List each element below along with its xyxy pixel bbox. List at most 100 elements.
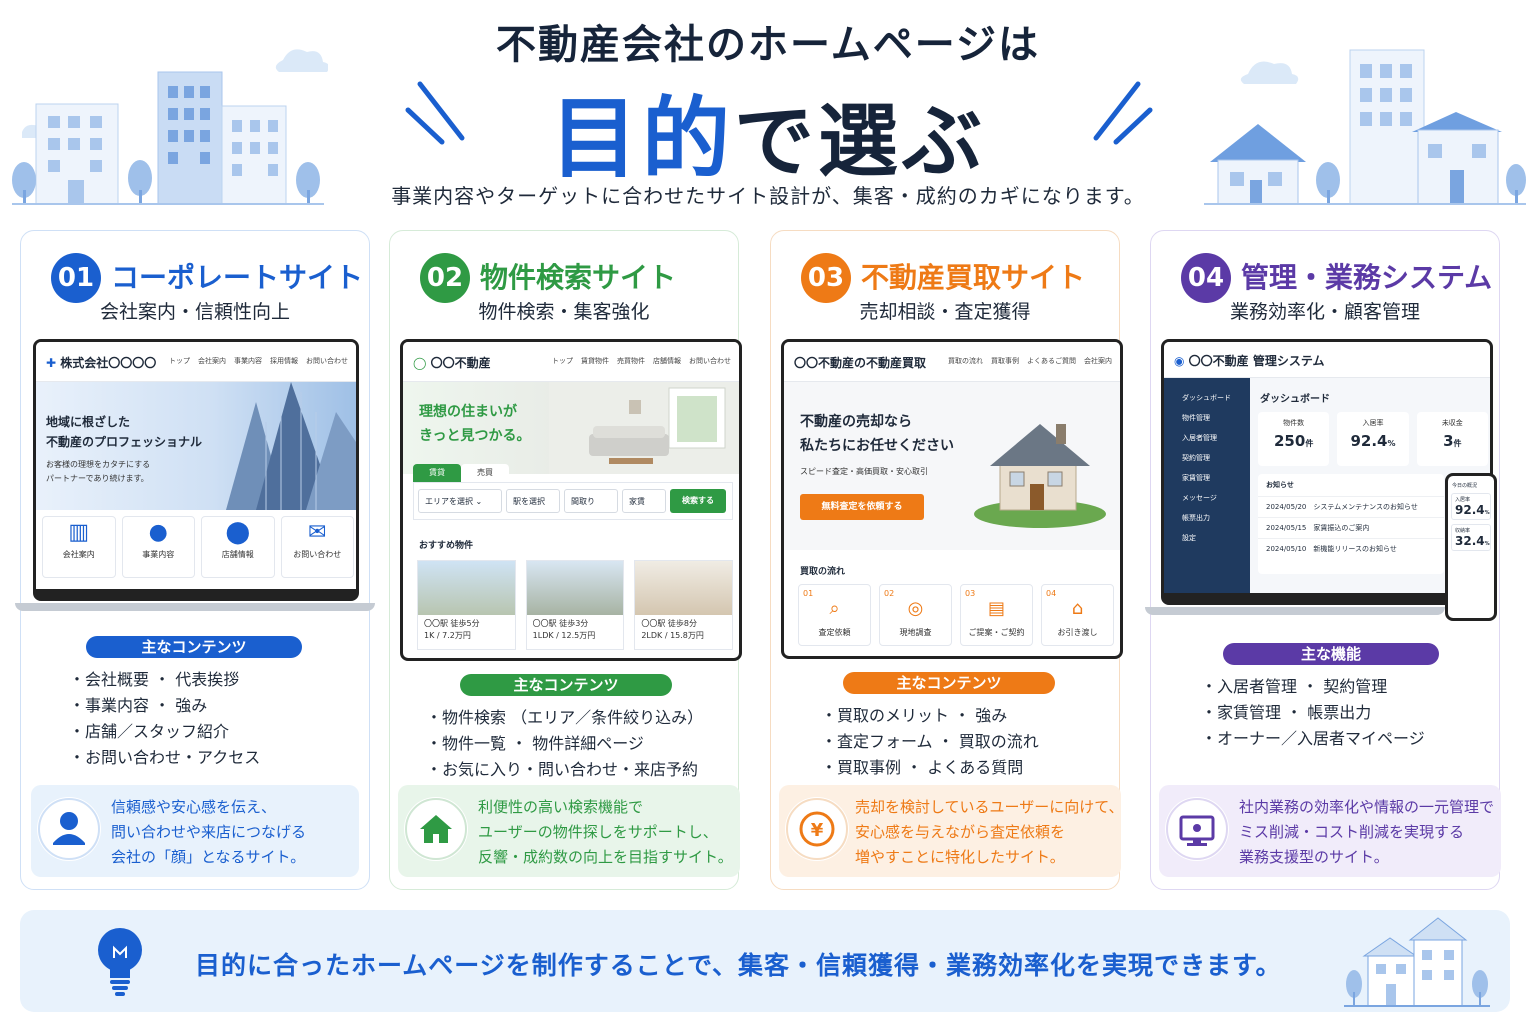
phone-mockup: 今日の概況 入居率 92.4% 収納率 32.4% xyxy=(1445,473,1497,621)
list-item: 買取のメリット ・ 強み xyxy=(821,703,1039,729)
interior-photo xyxy=(635,561,733,615)
card-subtitle: 物件検索・集客強化 xyxy=(478,301,650,323)
callout-text: 売却を検討しているユーザーに向けて、安心感を与えながら査定依頼を増やすことに特化… xyxy=(855,798,1124,866)
tile-company[interactable]: ▥ 会社案内 xyxy=(42,516,116,578)
notice-row[interactable]: 2024/05/15 家賃振込のご案内 xyxy=(1258,517,1444,538)
card-subtitle: 会社案内・信頼性向上 xyxy=(99,301,290,323)
mock-nav-link[interactable]: トップ xyxy=(552,357,573,365)
home-icon xyxy=(404,797,468,861)
area-select[interactable]: エリアを選択 ⌄ xyxy=(418,489,502,513)
laptop-base xyxy=(1145,607,1445,615)
sidebar-item[interactable]: ダッシュボード xyxy=(1182,394,1231,402)
contents-pill: 主なコンテンツ xyxy=(86,636,302,658)
mock-nav-link[interactable]: 採用情報 xyxy=(270,357,298,365)
mock-hero: 理想の住まいがきっと見つかる。 xyxy=(403,382,739,474)
station-select[interactable]: 駅を選択 xyxy=(506,489,560,513)
tab-rent[interactable]: 賃貸 xyxy=(413,464,461,482)
search-tabs: 賃貸 売買 xyxy=(413,464,509,482)
mock-nav-link[interactable]: 会社案内 xyxy=(198,357,226,365)
search-bar: エリアを選択 ⌄ 駅を選択 間取り 家賃 検索する xyxy=(413,482,733,520)
mock-nav-link[interactable]: お問い合わせ xyxy=(306,357,348,365)
list-item: 物件検索 （エリア／条件絞り込み） xyxy=(426,705,703,731)
mock-nav-link[interactable]: 事業内容 xyxy=(234,357,262,365)
mock-nav-link[interactable]: お問い合わせ xyxy=(689,357,731,365)
sidebar-item[interactable]: 帳票出力 xyxy=(1182,514,1210,522)
house-illustration xyxy=(1344,917,1490,1007)
person-icon: ● xyxy=(148,520,168,545)
free-appraisal-button[interactable]: 無料査定を依頼する xyxy=(800,494,924,520)
card-property-search-site: 02 物件検索サイト 物件検索・集客強化 ◯ 〇〇不動産 トップ賃貸物件売買物件… xyxy=(389,230,742,890)
list-item: 店舗／スタッフ紹介 xyxy=(69,719,260,745)
list-item: お気に入り・問い合わせ・来店予約 xyxy=(426,757,703,783)
user-icon xyxy=(37,797,101,861)
lightbulb-icon xyxy=(98,928,142,996)
sidebar-item[interactable]: 設定 xyxy=(1182,534,1196,542)
mock-nav-links: トップ会社案内事業内容採用情報お問い合わせ xyxy=(161,356,348,366)
mock-nav-link[interactable]: トップ xyxy=(169,357,190,365)
title-highlight: 目的 xyxy=(549,87,734,190)
notice-row[interactable]: 2024/05/20 システムメンテナンスのお知らせ xyxy=(1258,496,1444,517)
card-number: 03 xyxy=(801,253,851,303)
dashboard-title: ダッシュボード xyxy=(1260,394,1330,405)
flow-step: 02 ◎ 現地調査 xyxy=(879,584,952,646)
mock-nav-link[interactable]: 売買物件 xyxy=(617,357,645,365)
mock-nav-link[interactable]: 店舗情報 xyxy=(653,357,681,365)
mail-icon: ✉ xyxy=(308,520,327,545)
layout-select[interactable]: 間取り xyxy=(564,489,618,513)
card-management-system: 04 管理・業務システム 業務効率化・顧客管理 ◉ 〇〇不動産 管理システム ダ… xyxy=(1145,230,1501,890)
tile-stores[interactable]: ⬤ 店舗情報 xyxy=(201,516,275,578)
search-button[interactable]: 検索する xyxy=(670,489,726,513)
list-item: 査定フォーム ・ 買取の流れ xyxy=(821,729,1039,755)
page-title-top: 不動産会社のホームページは xyxy=(496,22,1040,68)
callout-text: 信頼感や安心感を伝え、問い合わせや来店につなげる会社の「顔」となるサイト。 xyxy=(111,798,307,866)
mock-navbar: 〇〇不動産の不動産買取 買取の流れ買取事例よくあるご質問会社案内 xyxy=(784,342,1120,382)
callout-text: 社内業務の効率化や情報の一元管理でミス削減・コスト削減を実現する業務支援型のサイ… xyxy=(1239,798,1495,866)
card-title: 管理・業務システム xyxy=(1241,261,1493,294)
list-item: 買取事例 ・ よくある質問 xyxy=(821,755,1039,781)
laptop-base xyxy=(15,603,375,611)
svg-text:¥: ¥ xyxy=(811,820,824,841)
mock-hero: 不動産の売却なら私たちにお任せください スピード査定・高価買取・安心取引 無料査… xyxy=(784,382,1120,550)
search-magnifier-icon: ⌕ xyxy=(829,598,840,619)
sidebar-item[interactable]: 物件管理 xyxy=(1182,414,1210,422)
mock-nav-link[interactable]: 賃貸物件 xyxy=(581,357,609,365)
dashboard-main: ダッシュボード 物件数 250件 入居率 92.4% 未収金 3件 お知らせ 2… xyxy=(1250,378,1490,593)
contents-list: 買取のメリット ・ 強み 査定フォーム ・ 買取の流れ 買取事例 ・ よくある質… xyxy=(821,703,1039,781)
footer-banner: 目的に合ったホームページを制作することで、集客・信頼獲得・業務効率化を実現できま… xyxy=(20,910,1510,1012)
living-room-image xyxy=(549,382,739,474)
tile-business[interactable]: ● 事業内容 xyxy=(121,516,195,578)
dashboard-sidebar: ダッシュボード 物件管理 入居者管理 契約管理 家賃管理 メッセージ 帳票出力 … xyxy=(1164,378,1250,593)
tile-contact[interactable]: ✉ お問い合わせ xyxy=(280,516,354,578)
header: 不動産会社のホームページは 目的で選ぶ 事業内容やターゲットに合わせたサイト設計… xyxy=(0,0,1536,222)
notice-panel: お知らせ 2024/05/20 システムメンテナンスのお知らせ 2024/05/… xyxy=(1258,474,1444,574)
map-pin-icon: ⬤ xyxy=(225,520,251,545)
mock-nav-link[interactable]: 買取事例 xyxy=(991,357,1019,365)
sidebar-item[interactable]: 契約管理 xyxy=(1182,454,1210,462)
card-title: 物件検索サイト xyxy=(480,261,677,294)
mock-hero-heading: 不動産の売却なら私たちにお任せください xyxy=(800,414,954,454)
sidebar-item[interactable]: メッセージ xyxy=(1182,494,1217,502)
tab-sale[interactable]: 売買 xyxy=(461,464,509,482)
card-subtitle: 業務効率化・顧客管理 xyxy=(1229,301,1420,323)
contents-pill: 主なコンテンツ xyxy=(843,672,1055,694)
flow-step: 04 ⌂ お引き渡し xyxy=(1041,584,1114,646)
features-pill: 主な機能 xyxy=(1223,643,1439,665)
rent-select[interactable]: 家賃 xyxy=(622,489,666,513)
mock-nav-link[interactable]: よくあるご質問 xyxy=(1027,357,1076,365)
mock-hero-text: スピード査定・高価買取・安心取引 xyxy=(800,467,928,476)
card-purchase-site: 03 不動産買取サイト 売却相談・査定獲得 〇〇不動産の不動産買取 買取の流れ買… xyxy=(770,230,1124,890)
mock-nav-link[interactable]: 会社案内 xyxy=(1084,357,1112,365)
sidebar-item[interactable]: 家賃管理 xyxy=(1182,474,1210,482)
notice-row[interactable]: 2024/05/10 新機能リリースのお知らせ xyxy=(1258,538,1444,559)
flow-heading: 買取の流れ xyxy=(800,567,846,577)
sidebar-item[interactable]: 入居者管理 xyxy=(1182,434,1217,442)
mock-hero-text: お客様の理想をカタチにする パートナーであり続けます。 xyxy=(46,460,151,483)
list-item: オーナー／入居者マイページ xyxy=(1201,726,1425,752)
mock-nav-link[interactable]: 買取の流れ xyxy=(948,357,983,365)
list-item: 家賃管理 ・ 帳票出力 xyxy=(1201,700,1425,726)
list-item: お問い合わせ・アクセス xyxy=(69,745,260,771)
